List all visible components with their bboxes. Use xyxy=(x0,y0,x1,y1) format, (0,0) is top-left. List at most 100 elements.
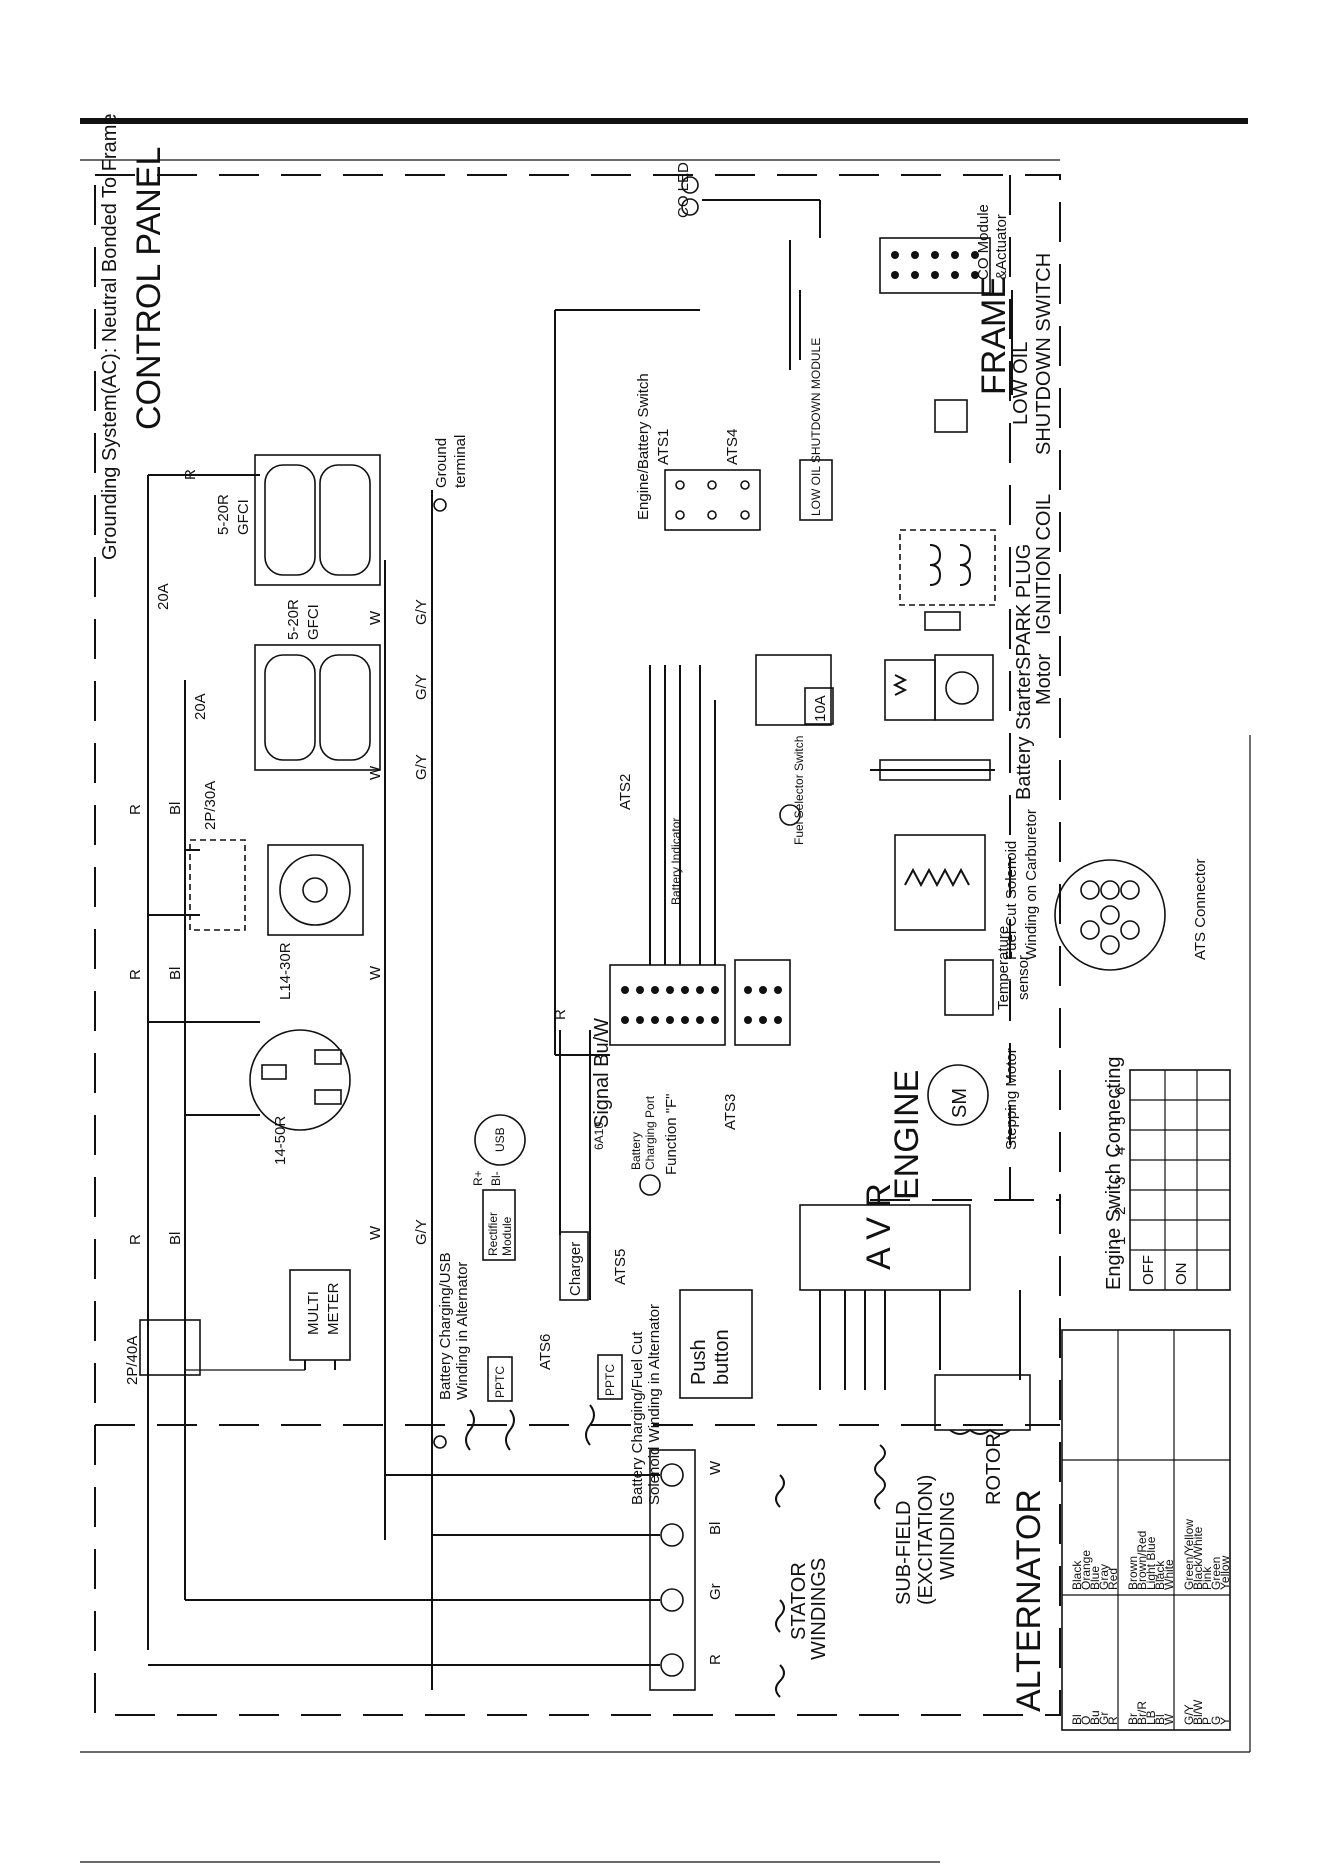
co-module xyxy=(879,237,991,294)
legend-code: R xyxy=(1106,1716,1120,1725)
svg-text:MULTI: MULTI xyxy=(305,1291,322,1335)
legend-code: W xyxy=(1162,1713,1176,1725)
svg-text:ATS4: ATS4 xyxy=(724,429,741,465)
engine-switch-table: Engine Switch Connecting OFF ON 1 2 3 4 … xyxy=(1103,1057,1231,1291)
control-panel-title: CONTROL PANEL xyxy=(130,147,168,430)
svg-text:A V R: A V R xyxy=(860,1183,898,1270)
svg-text:terminal: terminal xyxy=(452,435,469,488)
svg-text:W: W xyxy=(707,1460,724,1475)
svg-text:Engine Switch Connecting: Engine Switch Connecting xyxy=(1103,1057,1125,1290)
ground-terminal-2 xyxy=(433,1435,447,1449)
svg-text:R: R xyxy=(127,969,144,980)
connector-block-main xyxy=(609,964,726,1046)
svg-text:SM: SM xyxy=(949,1088,971,1118)
battery xyxy=(879,759,991,781)
svg-text:Winding in Alternator: Winding in Alternator xyxy=(454,1262,471,1400)
svg-text:Engine/Battery Switch: Engine/Battery Switch xyxy=(635,373,652,520)
pptc-1 xyxy=(487,1356,513,1402)
svg-text:Charger: Charger xyxy=(567,1242,584,1296)
rectifier-module xyxy=(482,1189,516,1261)
legend-code: G/Y xyxy=(1182,1704,1196,1725)
svg-text:4: 4 xyxy=(1112,1147,1129,1155)
charger xyxy=(559,1231,589,1301)
engine-battery-switch xyxy=(664,469,761,531)
legend-name: Orange xyxy=(1079,1550,1093,1590)
svg-text:Rectifier: Rectifier xyxy=(486,1212,500,1256)
svg-text:ATS3: ATS3 xyxy=(722,1094,739,1130)
low-oil-switch xyxy=(934,399,968,433)
diagram-border xyxy=(94,174,1061,1716)
ground-terminal xyxy=(433,498,447,512)
connector-pins-main xyxy=(621,986,719,1024)
engine-switch-terminals xyxy=(675,480,750,520)
svg-text:20A: 20A xyxy=(155,583,172,610)
svg-text:G/Y: G/Y xyxy=(413,754,430,780)
multimeter xyxy=(289,1269,351,1361)
legend-name: Blue xyxy=(1088,1566,1102,1590)
ats-connector-pins xyxy=(1080,880,1140,955)
frame-title: FRAME xyxy=(975,276,1013,395)
svg-text:Starter: Starter xyxy=(1013,670,1035,730)
legend-code: Gr xyxy=(1097,1712,1111,1725)
legend-name: Green xyxy=(1209,1557,1223,1590)
svg-text:button: button xyxy=(711,1329,733,1385)
legend-name: Yellow xyxy=(1218,1555,1232,1590)
fuel-cut-solenoid xyxy=(894,834,986,931)
low-oil-module xyxy=(799,459,833,521)
legend-name: Red xyxy=(1106,1568,1120,1590)
svg-text:G/Y: G/Y xyxy=(413,1219,430,1245)
legend-name: Black/White xyxy=(1191,1526,1205,1590)
svg-text:5-20R: 5-20R xyxy=(215,494,232,535)
svg-text:GFCI: GFCI xyxy=(235,499,252,535)
legend-code: LB xyxy=(1144,1710,1158,1725)
svg-text:W: W xyxy=(367,610,384,625)
stator-terminal-block xyxy=(649,1449,696,1691)
legend-code: Bu xyxy=(1088,1710,1102,1725)
breaker-2p40a xyxy=(139,1319,201,1376)
svg-text:Winding on Carburetor: Winding on Carburetor xyxy=(1023,809,1040,960)
legend-code: P xyxy=(1200,1717,1214,1725)
svg-text:LOW OIL SHUTDOWN MODULE: LOW OIL SHUTDOWN MODULE xyxy=(809,338,823,516)
legend-name: Brown/Red xyxy=(1135,1531,1149,1590)
breaker-2p30a-label: 2P/30A xyxy=(202,781,219,830)
svg-text:Bl-: Bl- xyxy=(489,1171,503,1186)
svg-text:W: W xyxy=(367,765,384,780)
svg-text:Stepping Motor: Stepping Motor xyxy=(1003,1048,1020,1150)
legend-code: O xyxy=(1079,1716,1093,1725)
ats-connector xyxy=(1054,859,1166,971)
outlet-14-50r-label: 14-50R xyxy=(272,1116,289,1165)
svg-text:USB: USB xyxy=(493,1127,507,1152)
svg-text:PPTC: PPTC xyxy=(493,1366,507,1398)
svg-text:Charging Port: Charging Port xyxy=(643,1095,657,1170)
push-button xyxy=(679,1289,753,1399)
legend-code: Br/R xyxy=(1135,1701,1149,1725)
svg-text:Temperature: Temperature xyxy=(995,926,1012,1010)
outlet-14-50r xyxy=(249,1029,351,1131)
svg-text:Bl: Bl xyxy=(167,802,184,815)
legend-name: Light Blue xyxy=(1144,1536,1158,1590)
wire-color-legend: BlBlackOOrangeBuBlueGrGrayRRedBrBrownBr/… xyxy=(1061,1329,1232,1731)
svg-text:Function "F": Function "F" xyxy=(663,1093,680,1175)
legend-code: Bl xyxy=(1070,1714,1084,1725)
svg-text:Signal Bu/W: Signal Bu/W xyxy=(591,1018,613,1128)
outlet-l14-30r-label: L14-30R xyxy=(277,942,294,1000)
alternator-title: ALTERNATOR xyxy=(1010,1489,1048,1712)
rotor xyxy=(934,1374,1031,1431)
svg-text:ATS Connector: ATS Connector xyxy=(1192,859,1209,960)
fuel-selector-switch xyxy=(755,654,832,726)
svg-text:2: 2 xyxy=(1112,1207,1129,1215)
svg-text:W: W xyxy=(367,1225,384,1240)
svg-text:SUB-FIELD: SUB-FIELD xyxy=(893,1501,915,1605)
legend-name: Black xyxy=(1070,1560,1084,1590)
svg-text:Module: Module xyxy=(500,1216,514,1256)
usb-port xyxy=(474,1114,526,1166)
svg-text:R+: R+ xyxy=(471,1170,485,1186)
svg-text:ATS1: ATS1 xyxy=(655,429,672,465)
legend-code: Bl xyxy=(1153,1714,1167,1725)
svg-text:10A: 10A xyxy=(812,695,829,722)
svg-text:Bl: Bl xyxy=(167,967,184,980)
svg-text:5: 5 xyxy=(1112,1117,1129,1125)
svg-text:PPTC: PPTC xyxy=(603,1364,617,1396)
spark-plug xyxy=(924,611,961,631)
